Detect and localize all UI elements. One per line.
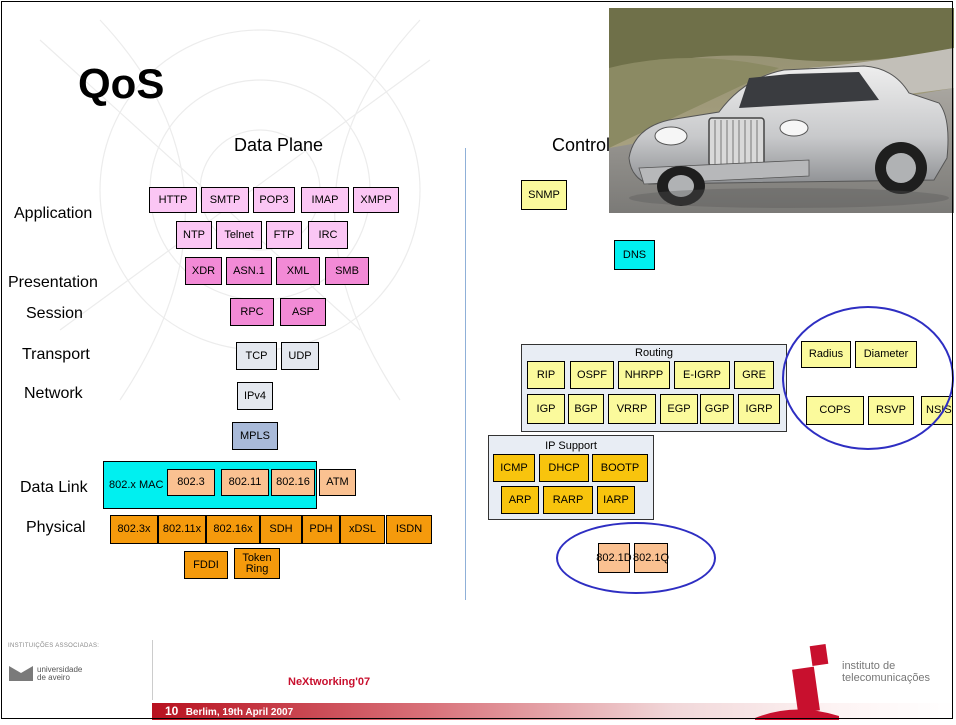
protocol-box-telnet: Telnet [216, 221, 262, 249]
protocol-box-8021q: 802.1Q [633, 543, 669, 573]
protocol-box-xdr: XDR [185, 257, 222, 285]
protocol-box-bootp: BOOTP [592, 454, 648, 482]
protocol-box-arp: ARP [501, 486, 539, 514]
footer-bar [152, 703, 954, 720]
protocol-box-sdh: SDH [260, 515, 302, 544]
protocol-box-ospf: OSPF [570, 361, 614, 389]
protocol-box-token-ring: Token Ring [234, 548, 280, 579]
protocol-box-fddi: FDDI [184, 551, 228, 579]
ip-support-title: IP Support [545, 440, 597, 452]
protocol-box-e-igrp: E-IGRP [674, 361, 730, 389]
protocol-box-bgp: BGP [568, 394, 604, 424]
protocol-box-xdsl: xDSL [340, 515, 385, 544]
protocol-box-igrp: IGRP [738, 394, 780, 424]
date-line: Berlim, 19th April 2007 [185, 707, 294, 718]
layer-label-data-link: Data Link [20, 479, 88, 496]
aaa-highlight-ellipse [782, 306, 954, 450]
mac-label: 802.x MAC [109, 478, 164, 491]
univ-name: universidade de aveiro [37, 666, 82, 682]
protocol-box-8021d: 802.1D [596, 543, 632, 573]
protocol-box-80211x: 802.11x [158, 515, 206, 544]
protocol-box-diameter: Diameter [855, 341, 917, 368]
layer-label-session: Session [26, 305, 83, 322]
protocol-box-radius: Radius [801, 341, 851, 368]
layer-label-transport: Transport [22, 346, 90, 363]
univ-name-line1: universidade [37, 665, 83, 674]
it-name-line1: instituto de [842, 660, 896, 672]
protocol-box-atm: ATM [319, 469, 356, 496]
protocol-box-cops: COPS [806, 396, 864, 425]
car-photo [609, 8, 954, 213]
protocol-box-pdh: PDH [302, 515, 340, 544]
layer-label-network: Network [24, 385, 83, 402]
page-number: 10 [165, 704, 179, 718]
protocol-box-80211: 802.11 [221, 469, 269, 496]
protocol-box-egp: EGP [660, 394, 698, 424]
it-logo [755, 640, 840, 720]
protocol-box-irc: IRC [308, 221, 348, 249]
protocol-box-asn1: ASN.1 [226, 257, 272, 285]
protocol-box-nsis: NSIS [921, 396, 953, 425]
protocol-box-gre: GRE [734, 361, 774, 389]
data-plane-heading: Data Plane [234, 135, 324, 155]
protocol-box-imap: IMAP [301, 187, 349, 213]
it-name: instituto de telecomunicações [842, 660, 930, 684]
footer-divider [152, 640, 153, 700]
protocol-box-ggp: GGP [700, 394, 734, 424]
protocol-box-dhcp: DHCP [539, 454, 589, 482]
protocol-box-rip: RIP [527, 361, 565, 389]
footer-text: 10 Berlim, 19th April 2007 [165, 704, 293, 718]
protocol-box-80216: 802.16 [271, 469, 315, 496]
routing-title: Routing [635, 347, 673, 359]
associated-institutions-label: INSTITUIÇÕES ASSOCIADAS: [8, 643, 100, 649]
protocol-box-xmpp: XMPP [353, 187, 399, 213]
protocol-box-dns: DNS [614, 240, 655, 270]
protocol-box-isdn: ISDN [386, 515, 432, 544]
protocol-box-8023: 802.3 [167, 469, 215, 496]
protocol-box-iarp: IARP [597, 486, 635, 514]
protocol-box-vrrp: VRRP [608, 394, 656, 424]
protocol-box-ipv4: IPv4 [237, 382, 273, 410]
protocol-box-pop3: POP3 [253, 187, 295, 213]
protocol-box-ntp: NTP [176, 221, 212, 249]
protocol-box-smtp: SMTP [201, 187, 249, 213]
layer-label-physical: Physical [26, 519, 86, 536]
event-name: NeXtworking'07 [288, 676, 371, 688]
protocol-box-rsvp: RSVP [868, 396, 914, 425]
protocol-box-asp: ASP [280, 298, 326, 326]
protocol-box-udp: UDP [281, 342, 319, 370]
layer-label-application: Application [14, 205, 93, 222]
layer-label-presentation: Presentation [8, 274, 98, 291]
protocol-box-rpc: RPC [230, 298, 274, 326]
protocol-box-80216x: 802.16x [206, 515, 260, 544]
protocol-box-ftp: FTP [266, 221, 302, 249]
protocol-box-mpls: MPLS [232, 422, 278, 450]
protocol-box-tcp: TCP [236, 342, 277, 370]
protocol-box-nhrpp: NHRPP [618, 361, 670, 389]
protocol-box-http: HTTP [149, 187, 197, 213]
protocol-box-smb: SMB [325, 257, 369, 285]
universidade-aveiro-logo [8, 664, 34, 682]
protocol-box-xml: XML [276, 257, 320, 285]
univ-name-line2: de aveiro [37, 673, 70, 682]
protocol-box-icmp: ICMP [493, 454, 535, 482]
protocol-box-snmp: SNMP [521, 180, 567, 210]
protocol-box-igp: IGP [527, 394, 565, 424]
protocol-box-8023x: 802.3x [110, 515, 158, 544]
slide-title: QoS [78, 60, 165, 107]
plane-divider [465, 148, 466, 600]
protocol-box-rarp: RARP [543, 486, 593, 514]
it-name-line2: telecomunicações [842, 672, 931, 684]
